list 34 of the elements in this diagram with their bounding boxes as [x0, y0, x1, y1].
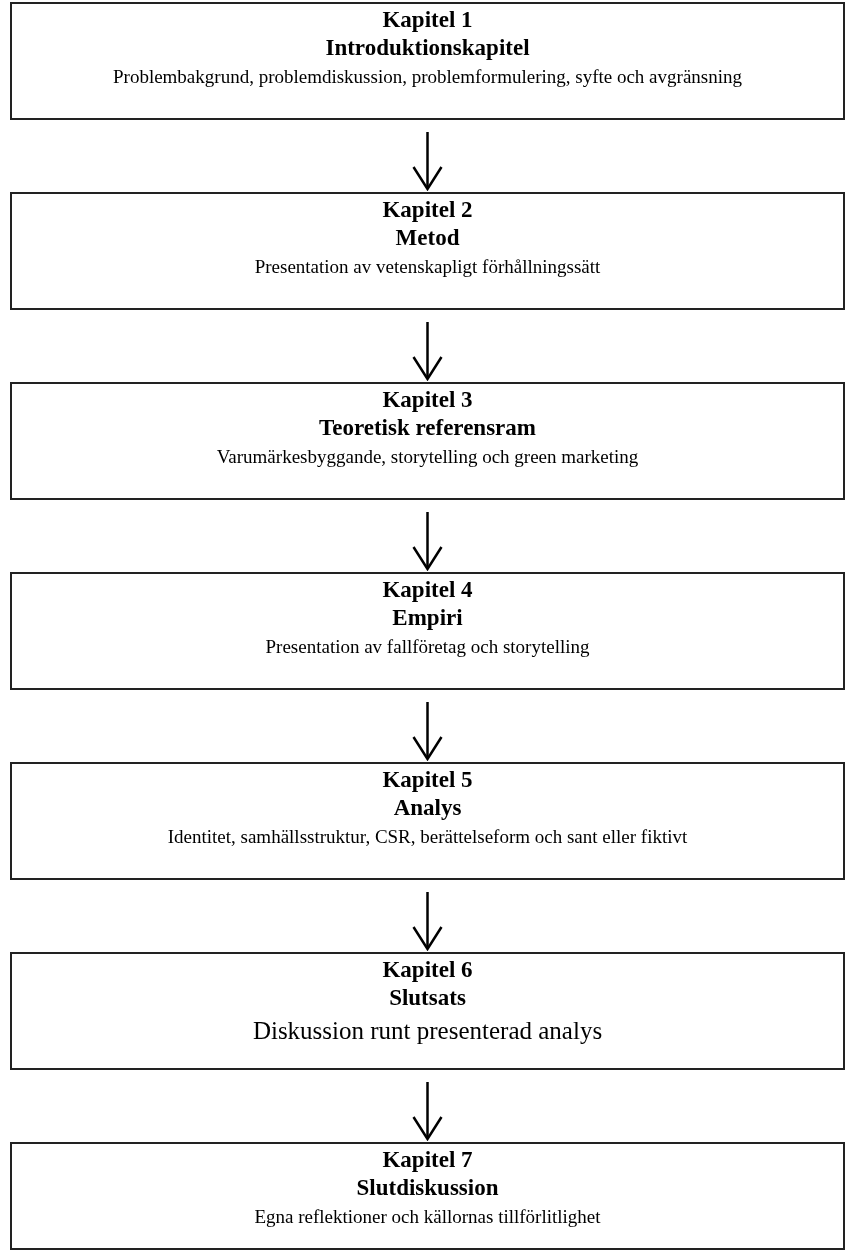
- chapter-title: Introduktionskapitel: [325, 34, 530, 62]
- chapter-box: [10, 382, 845, 500]
- arrow: [412, 512, 443, 571]
- chapter-number: Kapitel 4: [382, 576, 473, 604]
- chapter-box: [10, 2, 845, 120]
- arrow: [412, 892, 443, 951]
- chapter-number: Kapitel 7: [382, 1146, 473, 1174]
- chapter-box: [10, 572, 845, 690]
- chapter-number: Kapitel 3: [382, 386, 473, 414]
- chapter-description: Diskussion runt presenterad analys: [251, 1016, 604, 1046]
- chapter-title: Analys: [393, 794, 462, 822]
- chapter-number: Kapitel 2: [382, 196, 473, 224]
- chapter-box: [10, 192, 845, 310]
- arrow: [412, 322, 443, 381]
- chapter-number: Kapitel 6: [382, 956, 473, 984]
- chapter-box: [10, 952, 845, 1070]
- arrow: [412, 702, 443, 761]
- chapter-number: Kapitel 5: [382, 766, 473, 794]
- chapter-title: Metod: [395, 224, 460, 252]
- chapter-box: [10, 1142, 845, 1250]
- chapter-description: Presentation av vetenskapligt förhållningssätt: [253, 256, 602, 279]
- arrow: [412, 1082, 443, 1141]
- chapter-title: Teoretisk referensram: [319, 414, 536, 442]
- chapter-description: Problembakgrund, problemdiskussion, problemformulering, syfte och avgränsning: [112, 66, 743, 89]
- chapter-description: Egna reflektioner och källornas tillförlitlighet: [253, 1206, 602, 1229]
- chapter-description: Varumärkesbyggande, storytelling och green marketing: [215, 446, 640, 469]
- chapter-title: Empiri: [392, 604, 463, 632]
- chapter-number: Kapitel 1: [382, 6, 473, 34]
- chapter-box: [10, 762, 845, 880]
- chapter-description: Presentation av fallföretag och storytelling: [264, 636, 591, 659]
- chapter-title: Slutsats: [389, 984, 466, 1012]
- chapter-description: Identitet, samhällsstruktur, CSR, berättelseform och sant eller fiktivt: [166, 826, 689, 849]
- chapter-title: Slutdiskussion: [356, 1174, 499, 1202]
- arrow: [412, 132, 443, 191]
